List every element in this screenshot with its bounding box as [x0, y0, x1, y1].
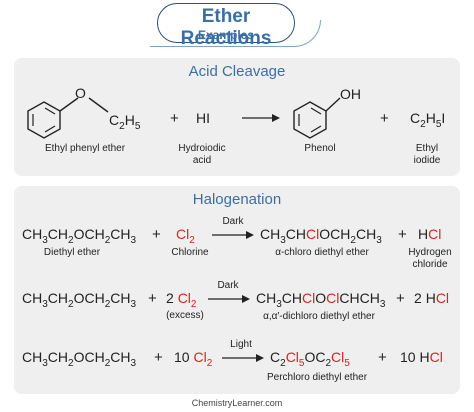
hi-reagent: HI	[196, 110, 210, 126]
perchloro-ether-formula: C2Cl5OC2Cl5	[270, 349, 350, 369]
byproduct-name-line1: Hydrogen	[408, 247, 452, 258]
plus-sign: +	[380, 110, 389, 127]
diethyl-ether-formula: CH3CH2OCH2CH3	[22, 290, 137, 310]
phenol-ring	[293, 97, 341, 139]
reaction-arrow	[212, 231, 254, 239]
plus-sign: +	[396, 290, 405, 307]
reagent-name-line2: acid	[192, 155, 212, 166]
product-name: α-chloro diethyl ether	[275, 247, 369, 258]
page-title: Ether Reactions	[180, 6, 272, 49]
chlorine-formula: 10 Cl2	[174, 349, 213, 369]
plus-sign: +	[154, 349, 163, 366]
reactant-name: Diethyl ether	[43, 247, 101, 258]
diethyl-ether-formula: CH3CH2OCH2CH3	[22, 349, 137, 369]
header-pill	[157, 3, 295, 43]
diethyl-ether-formula: CH3CH2OCH2CH3	[22, 226, 137, 246]
halogenation-panel	[14, 186, 460, 394]
reagent-note: (excess)	[166, 310, 204, 321]
reaction-condition: Light	[230, 339, 252, 350]
reactant-name: Ethyl phenyl ether	[44, 143, 126, 154]
halogenation-title: Halogenation	[192, 191, 282, 208]
plus-sign: +	[170, 110, 179, 127]
benzene-ring-ether	[27, 97, 109, 139]
ether-oxygen: O	[75, 85, 86, 101]
plus-sign: +	[148, 290, 157, 307]
page-subtitle: Examples	[197, 28, 255, 42]
byproduct-name-line2: iodide	[413, 155, 441, 166]
plus-sign: +	[152, 226, 161, 243]
reagent-name-line1: Hydroiodic	[178, 143, 226, 154]
hcl-formula: HCl	[418, 226, 442, 242]
reaction-arrow	[208, 295, 250, 303]
chlorine-formula: 2 Cl2	[166, 290, 197, 310]
footer-credit: ChemistryLearner.com	[191, 398, 283, 408]
reaction-arrow	[222, 354, 264, 362]
product-name: Perchloro diethyl ether	[266, 372, 368, 383]
alpha-chloro-ether-formula: CH3CHClOCH2CH3	[260, 226, 382, 246]
plus-sign: +	[398, 226, 407, 243]
acid-cleavage-panel	[14, 58, 460, 176]
product-name: α,α′-dichloro diethyl ether	[263, 311, 375, 322]
reaction-condition: Dark	[222, 216, 244, 227]
plus-sign: +	[378, 349, 387, 366]
byproduct-name-line1: Ethyl	[415, 143, 439, 154]
hcl-formula: 2 HCl	[414, 290, 450, 306]
byproduct-name-line2: chloride	[412, 259, 448, 270]
reaction-condition: Dark	[217, 280, 239, 291]
dichloro-ether-formula: CH3CHClOClCHCH3	[256, 290, 386, 310]
reaction-arrow	[242, 114, 280, 122]
acid-cleavage-title: Acid Cleavage	[188, 63, 286, 80]
hcl-formula: 10 HCl	[400, 349, 443, 365]
ethyl-iodide-formula: C2H5I	[410, 110, 446, 130]
chlorine-formula: Cl2	[176, 226, 195, 246]
product-name: Phenol	[304, 143, 336, 154]
hydroxyl-group: OH	[340, 86, 361, 102]
ethyl-group: C2H5	[109, 112, 141, 132]
reagent-name: Chlorine	[171, 247, 209, 258]
